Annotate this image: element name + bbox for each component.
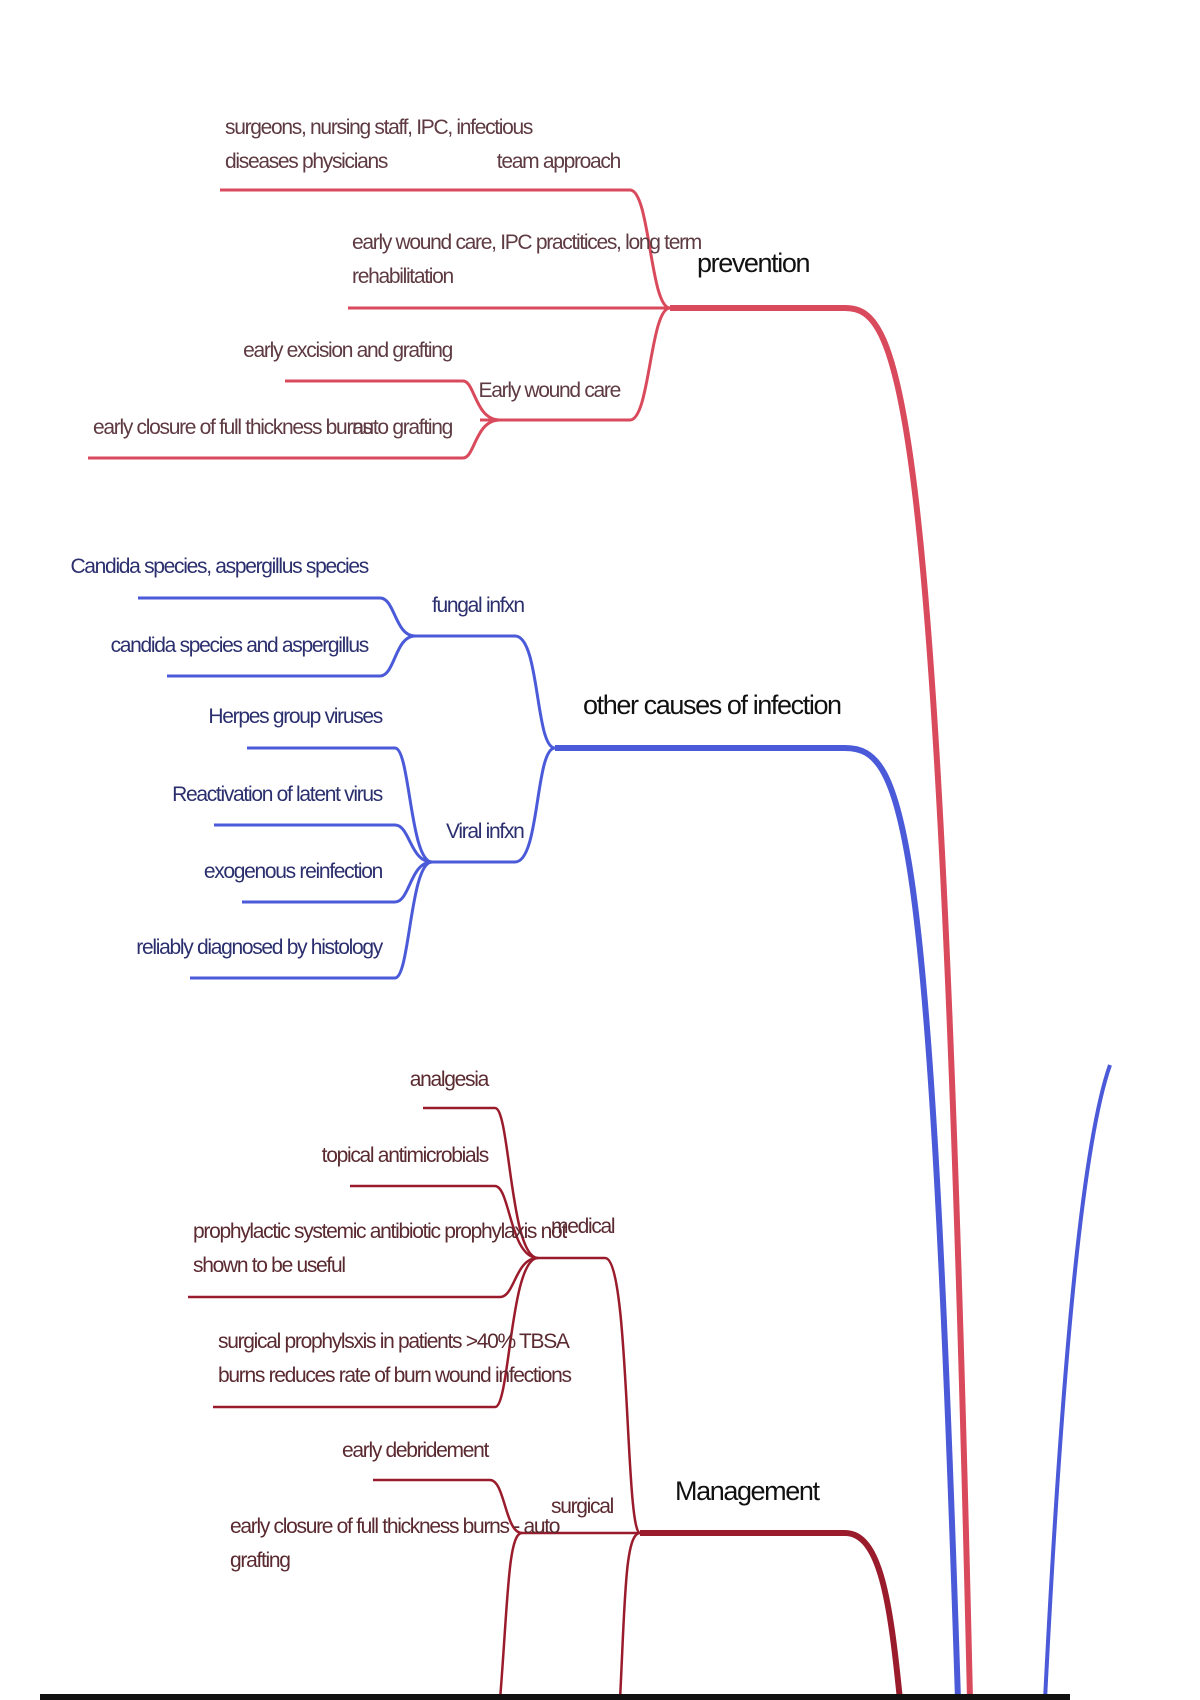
- fungal-node[interactable]: fungal infxn: [432, 594, 526, 617]
- fungal-child-2[interactable]: candida species and aspergillus: [111, 634, 370, 657]
- viral-node[interactable]: Viral infxn: [446, 820, 525, 843]
- team-approach-node[interactable]: team approach: [497, 150, 622, 173]
- prevention-node[interactable]: prevention: [697, 248, 811, 278]
- practices-line2[interactable]: rehabilitation: [352, 265, 455, 288]
- bottom-edge-bar: [40, 1694, 1070, 1700]
- team-approach-detail-line1[interactable]: surgeons, nursing staff, IPC, infectious: [225, 116, 534, 139]
- prophylactic-line2[interactable]: shown to be useful: [193, 1254, 347, 1277]
- early-debridement-node[interactable]: early debridement: [342, 1439, 491, 1462]
- fungal-child-1[interactable]: Candida species, aspergillus species: [70, 555, 370, 578]
- management-trunk: [640, 1530, 903, 1700]
- early-wound-care-node[interactable]: Early wound care: [479, 379, 622, 402]
- surgical-closure-line1[interactable]: early closure of full thickness burns - …: [230, 1515, 561, 1538]
- prophylactic-line1[interactable]: prophylactic systemic antibiotic prophyl…: [193, 1220, 569, 1243]
- viral-child-2[interactable]: Reactivation of latent virus: [172, 783, 384, 806]
- practices-line1[interactable]: early wound care, IPC practitices, long …: [352, 231, 703, 254]
- auto-grafting-node[interactable]: auto grafting: [352, 416, 454, 439]
- team-approach-detail-line2[interactable]: diseases physicians: [225, 150, 389, 173]
- topical-antimicrobials-node[interactable]: topical antimicrobials: [322, 1144, 490, 1167]
- viral-child-4[interactable]: reliably diagnosed by histology: [136, 936, 385, 959]
- viral-child-1[interactable]: Herpes group viruses: [208, 705, 384, 728]
- viral-child-3[interactable]: exogenous reinfection: [204, 860, 384, 883]
- medical-node[interactable]: medical: [551, 1215, 616, 1238]
- surgical-closure-line2[interactable]: grafting: [230, 1549, 292, 1572]
- prevention-branches: [88, 188, 671, 460]
- prevention-trunk: [670, 305, 973, 1700]
- right-blue-branch: [1043, 1064, 1112, 1700]
- early-excision-node[interactable]: early excision and grafting: [243, 339, 454, 362]
- management-branches: [188, 1106, 642, 1700]
- analgesia-node[interactable]: analgesia: [410, 1068, 491, 1091]
- other-causes-trunk: [555, 745, 961, 1700]
- surgical-prophylaxis-line1[interactable]: surgical prophylsxis in patients >40% TB…: [218, 1330, 571, 1353]
- management-node[interactable]: Management: [675, 1476, 822, 1506]
- surgical-node[interactable]: surgical: [551, 1495, 615, 1518]
- early-closure-node[interactable]: early closure of full thickness burns: [93, 416, 374, 439]
- other-causes-branches: [138, 596, 556, 980]
- surgical-prophylaxis-line2[interactable]: burns reduces rate of burn wound infecti…: [218, 1364, 573, 1387]
- other-causes-node[interactable]: other causes of infection: [583, 690, 842, 720]
